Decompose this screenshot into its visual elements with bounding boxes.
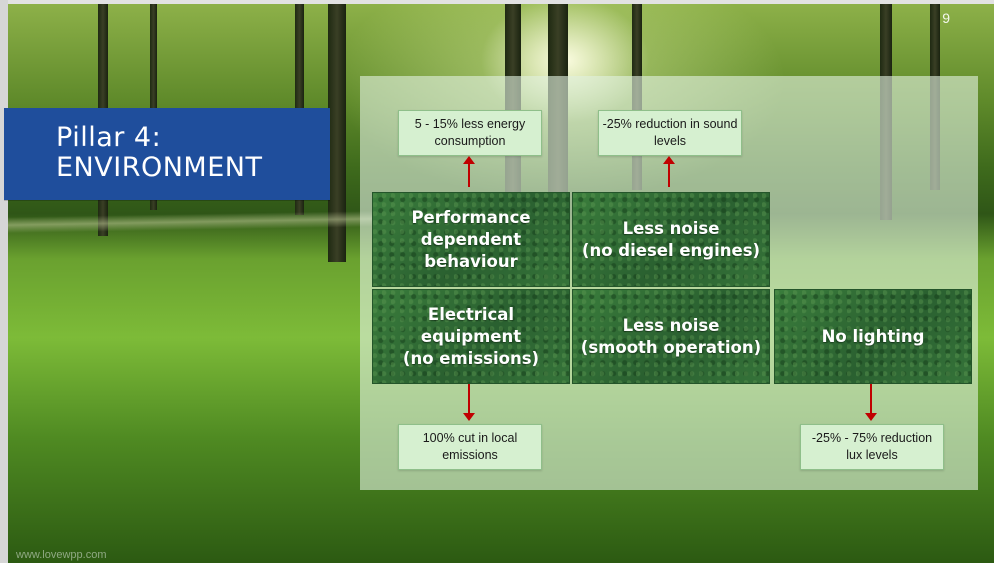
result-lux: -25% - 75% reduction lux levels [800,424,944,470]
tree-trunk [295,0,304,215]
box-electrical-line2: equipment [420,326,522,346]
title-line-2: ENVIRONMENT [56,152,263,183]
title-line-1: Pillar 4: [56,122,162,153]
result-sound-line2: levels [654,134,686,148]
left-border [0,0,8,563]
tree-trunk [150,0,157,210]
result-energy-line2: consumption [434,134,506,148]
park-path [0,210,380,234]
result-sound-line1: -25% reduction in sound [602,117,738,131]
result-energy-line1: 5 - 15% less energy [414,117,526,131]
result-emissions-line1: 100% cut in local [422,431,518,445]
box-less-noise-smooth-line1: Less noise [622,315,720,335]
box-less-noise-diesel-line2: (no diesel engines) [581,240,761,260]
title-banner: Pillar 4: ENVIRONMENT [4,108,330,200]
box-electrical-line1: Electrical [427,304,515,324]
result-sound: -25% reduction in sound levels [598,110,742,156]
box-performance-line1: Performance [411,207,531,227]
result-emissions-line2: emissions [442,448,498,462]
result-lux-line2: lux levels [846,448,898,462]
box-electrical-line3: (no emissions) [402,348,540,368]
box-less-noise-diesel-line1: Less noise [622,218,720,238]
box-less-noise-diesel: Less noise (no diesel engines) [572,192,770,287]
result-energy: 5 - 15% less energy consumption [398,110,542,156]
arrow-down-emissions [463,384,475,421]
result-lux-line1: -25% - 75% reduction [811,431,933,445]
box-no-lighting: No lighting [774,289,972,384]
arrow-up-energy [463,156,475,187]
box-no-lighting-line1: No lighting [821,326,925,346]
top-border [0,0,994,4]
box-performance: Performance dependent behaviour [372,192,570,287]
box-performance-line2: dependent [420,229,522,249]
box-electrical: Electrical equipment (no emissions) [372,289,570,384]
arrow-up-sound [663,156,675,187]
box-performance-line3: behaviour [424,251,518,271]
box-less-noise-smooth: Less noise (smooth operation) [572,289,770,384]
watermark: www.lovewpp.com [16,549,107,561]
result-emissions: 100% cut in local emissions [398,424,542,470]
slide-number: 9 [942,10,950,26]
box-less-noise-smooth-line2: (smooth operation) [580,337,762,357]
arrow-down-lux [865,384,877,421]
tree-trunk [328,0,346,262]
